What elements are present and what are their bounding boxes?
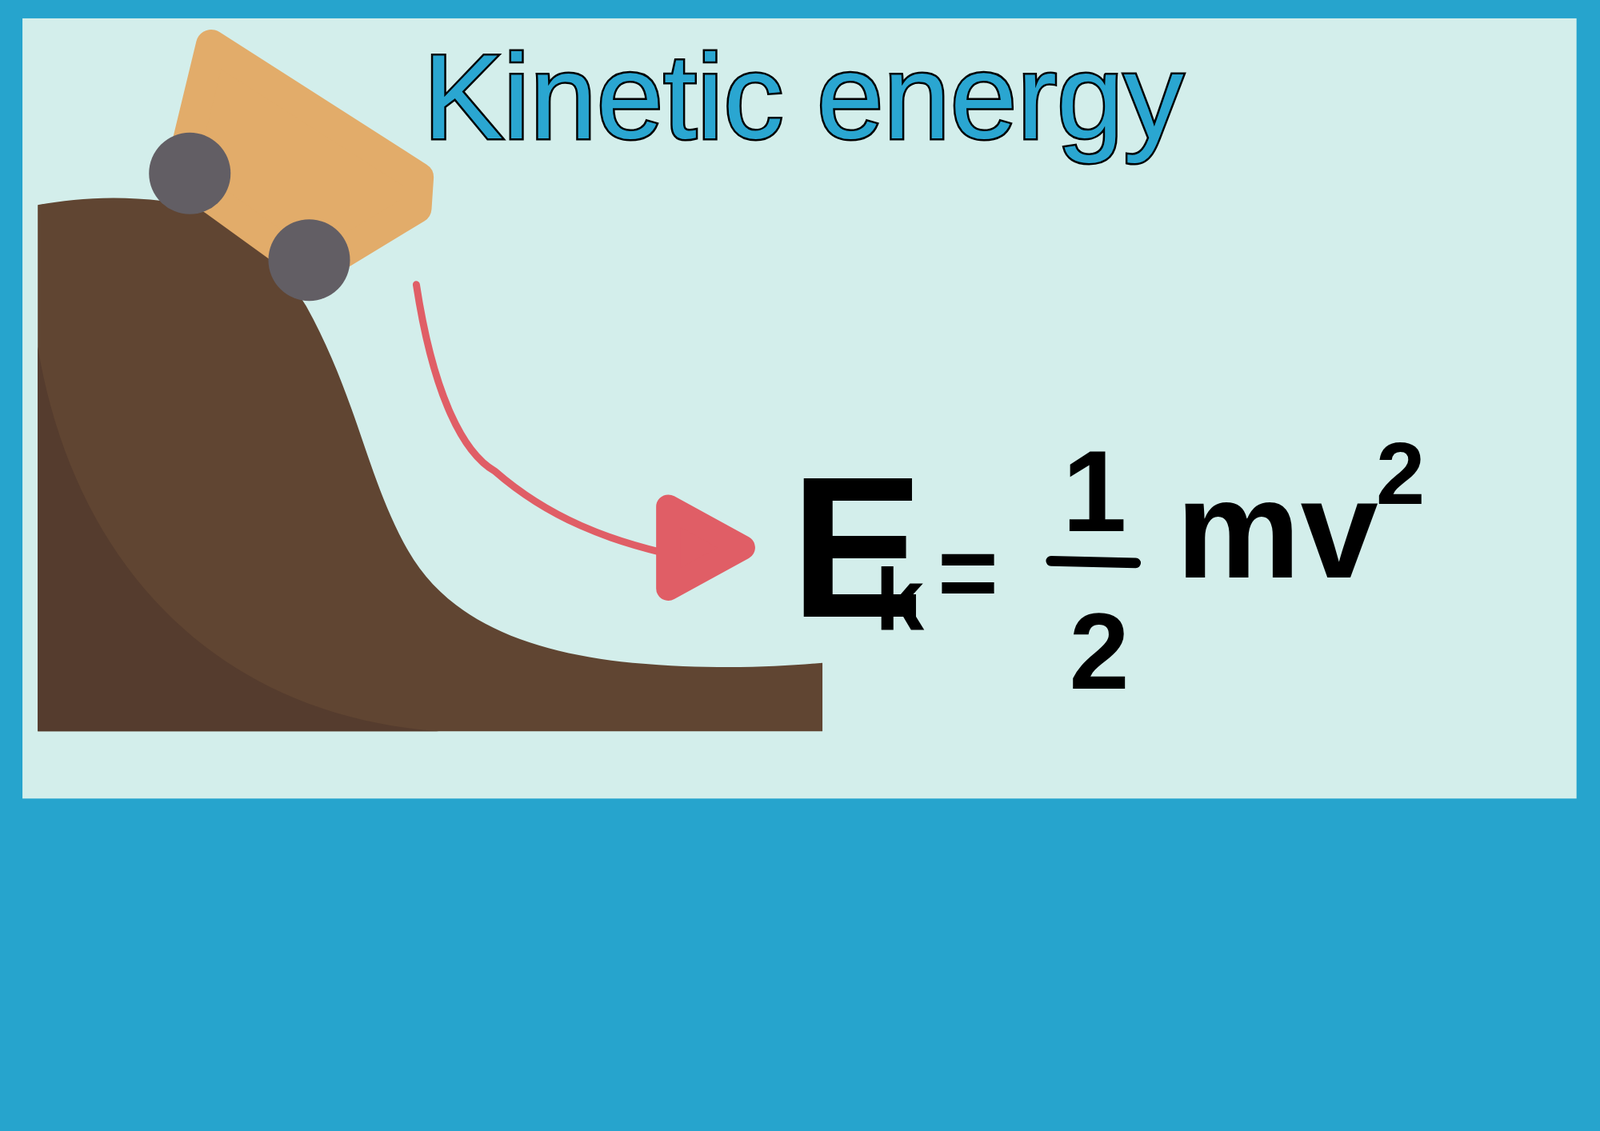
arrow-head — [668, 507, 743, 589]
cart-wheel — [268, 219, 350, 301]
title: Kinetic energy — [423, 36, 1184, 157]
formula-exponent: 2 — [1376, 429, 1425, 518]
fraction-bar — [1051, 560, 1136, 564]
formula-operator: = — [937, 520, 999, 624]
formula-subscript: k — [875, 555, 924, 644]
motion-arrow — [416, 284, 664, 553]
formula-symbol: mv — [1176, 459, 1379, 600]
panel — [22, 18, 1577, 799]
hill — [37, 197, 823, 732]
cart-wheel — [148, 132, 231, 215]
formula-numerator: 1 — [1062, 433, 1128, 550]
formula-denominator: 2 — [1068, 597, 1129, 706]
hill-shade — [37, 347, 439, 732]
